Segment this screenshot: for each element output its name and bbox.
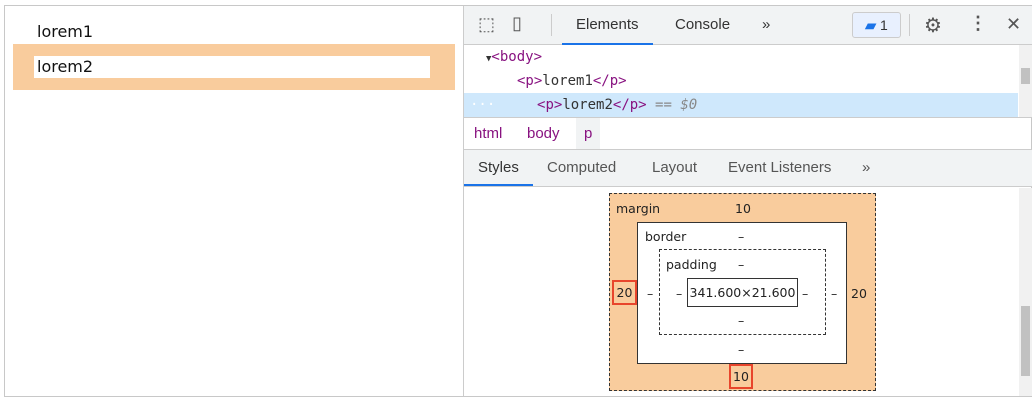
breadcrumb-html[interactable]: html — [474, 125, 503, 142]
tab-computed[interactable]: Computed — [547, 159, 617, 176]
tab-event-listeners[interactable]: Event Listeners — [728, 159, 832, 176]
devtools-panel: ⬚ ▯ Elements Console » ▰ 1 ⚙ ⋮ ✕ ▼<body>… — [463, 6, 1032, 396]
margin-top-value[interactable]: 10 — [735, 201, 751, 216]
more-tabs-button[interactable]: » — [762, 16, 771, 33]
divider — [551, 14, 552, 36]
paragraph-lorem2: lorem2 — [34, 56, 430, 78]
highlighted-paragraph-margin: lorem2 — [13, 44, 455, 90]
padding-left-value[interactable]: – — [676, 286, 683, 301]
margin-label: margin — [616, 201, 661, 216]
margin-bottom-value[interactable]: 10 — [729, 364, 753, 389]
padding-bottom-value[interactable]: – — [738, 313, 745, 328]
page-viewport: lorem1 lorem2 — [5, 6, 463, 396]
tab-layout[interactable]: Layout — [652, 159, 698, 176]
paragraph-lorem1: lorem1 — [37, 22, 94, 41]
close-icon[interactable]: ✕ — [1006, 14, 1022, 34]
tree-node-p2-selected[interactable]: ··· <p>lorem2</p> == $0 — [464, 93, 1018, 117]
padding-right-value[interactable]: – — [802, 286, 809, 301]
kebab-icon[interactable]: ⋮ — [969, 13, 987, 33]
tab-console[interactable]: Console — [675, 16, 731, 33]
padding-top-value[interactable]: – — [738, 257, 745, 272]
padding-label: padding — [666, 257, 717, 272]
tree-node-body[interactable]: ▼<body> — [486, 49, 542, 65]
more-subtabs-button[interactable]: » — [862, 159, 871, 176]
border-left-value[interactable]: – — [647, 286, 654, 301]
divider — [909, 14, 910, 36]
styles-scrollbar[interactable] — [1019, 188, 1032, 396]
elements-tree: ▼<body> <p>lorem1</p> ··· <p>lorem2</p> … — [464, 45, 1032, 118]
tab-styles[interactable]: Styles — [464, 159, 533, 186]
border-box — [637, 222, 847, 364]
message-icon: ▰ — [865, 17, 877, 33]
issues-count: 1 — [879, 17, 888, 33]
border-top-value[interactable]: – — [738, 229, 745, 244]
tree-node-p1[interactable]: <p>lorem1</p> — [517, 73, 627, 89]
issues-badge[interactable]: ▰ 1 — [852, 12, 901, 38]
breadcrumb-p[interactable]: p — [576, 118, 601, 149]
breadcrumb-body[interactable]: body — [527, 125, 560, 142]
content-size[interactable]: 341.600×21.600 — [687, 278, 798, 307]
inspect-element-icon[interactable]: ⬚ — [478, 14, 496, 34]
tab-elements[interactable]: Elements — [562, 16, 653, 45]
border-label: border — [645, 229, 687, 244]
margin-right-value[interactable]: 20 — [851, 286, 867, 301]
padding-box — [659, 249, 826, 335]
border-bottom-value[interactable]: – — [738, 342, 745, 357]
gear-icon[interactable]: ⚙ — [924, 15, 942, 37]
styles-tabbar: Styles Computed Layout Event Listeners » — [464, 150, 1032, 187]
margin-left-value[interactable]: 20 — [612, 280, 637, 305]
border-right-value[interactable]: – — [831, 286, 838, 301]
scrollbar[interactable] — [1019, 45, 1032, 117]
device-toggle-icon[interactable]: ▯ — [512, 13, 522, 33]
breadcrumb: html body p — [464, 118, 1032, 150]
devtools-toolbar: ⬚ ▯ Elements Console » ▰ 1 ⚙ ⋮ ✕ — [464, 6, 1032, 45]
